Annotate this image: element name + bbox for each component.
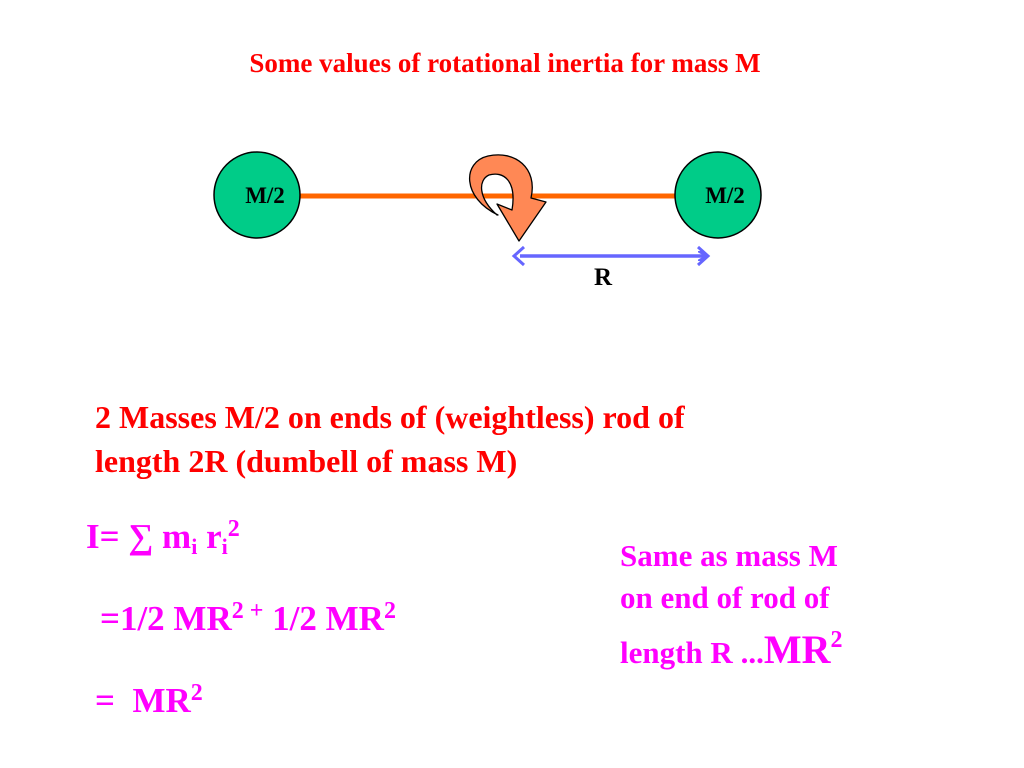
eq1-r: r xyxy=(206,517,222,556)
eq1-m: m xyxy=(162,517,192,556)
eq1-r-subscript: i xyxy=(221,534,228,559)
dumbbell-diagram: M/2 M/2 R xyxy=(213,151,762,291)
right-mass xyxy=(674,151,762,239)
left-mass xyxy=(213,151,301,239)
note-line-2: on end of rod of xyxy=(620,580,830,615)
radius-arrow-left-head xyxy=(511,245,526,267)
eq1-r-superscript: 2 xyxy=(227,516,240,542)
comparison-note: Same as mass M on end of rod of length R… xyxy=(620,535,842,674)
note-line-1: Same as mass M xyxy=(620,538,838,573)
note-line-3-wrap: length R ...MR2 xyxy=(620,619,842,674)
note-line-3: length R ... xyxy=(620,635,764,670)
rotation-arrow-icon xyxy=(468,154,547,242)
eq2-sup2: 2 xyxy=(383,598,396,624)
right-mass-label: M/2 xyxy=(705,183,745,208)
note-sup: 2 xyxy=(830,627,843,653)
description-line-1: 2 Masses M/2 on ends of (weightless) rod… xyxy=(95,399,685,435)
equation-result: = MR2 xyxy=(95,680,203,721)
eq1-m-subscript: i xyxy=(191,534,198,559)
eq3-text: = MR xyxy=(95,681,191,720)
eq1-lhs: I= xyxy=(86,517,120,556)
eq3-sup: 2 xyxy=(190,680,203,706)
left-mass-label: M/2 xyxy=(245,183,285,208)
description: 2 Masses M/2 on ends of (weightless) rod… xyxy=(95,395,875,483)
note-mr: MR xyxy=(763,627,831,672)
slide-title: Some values of rotational inertia for ma… xyxy=(249,48,761,78)
radius-arrow-right-head xyxy=(696,245,711,267)
description-line-2: length 2R (dumbell of mass M) xyxy=(95,443,518,479)
sum-symbol: ∑ xyxy=(128,517,154,556)
eq2-part1: =1/2 MR xyxy=(100,599,232,638)
equation-sum: =1/2 MR2 + 1/2 MR2 xyxy=(100,598,396,639)
radius-label: R xyxy=(594,264,613,291)
equation-definition: I= ∑ mi ri2 xyxy=(86,516,240,560)
eq2-part2: 1/2 MR xyxy=(263,599,384,638)
eq2-sup1: 2 + xyxy=(231,598,264,624)
